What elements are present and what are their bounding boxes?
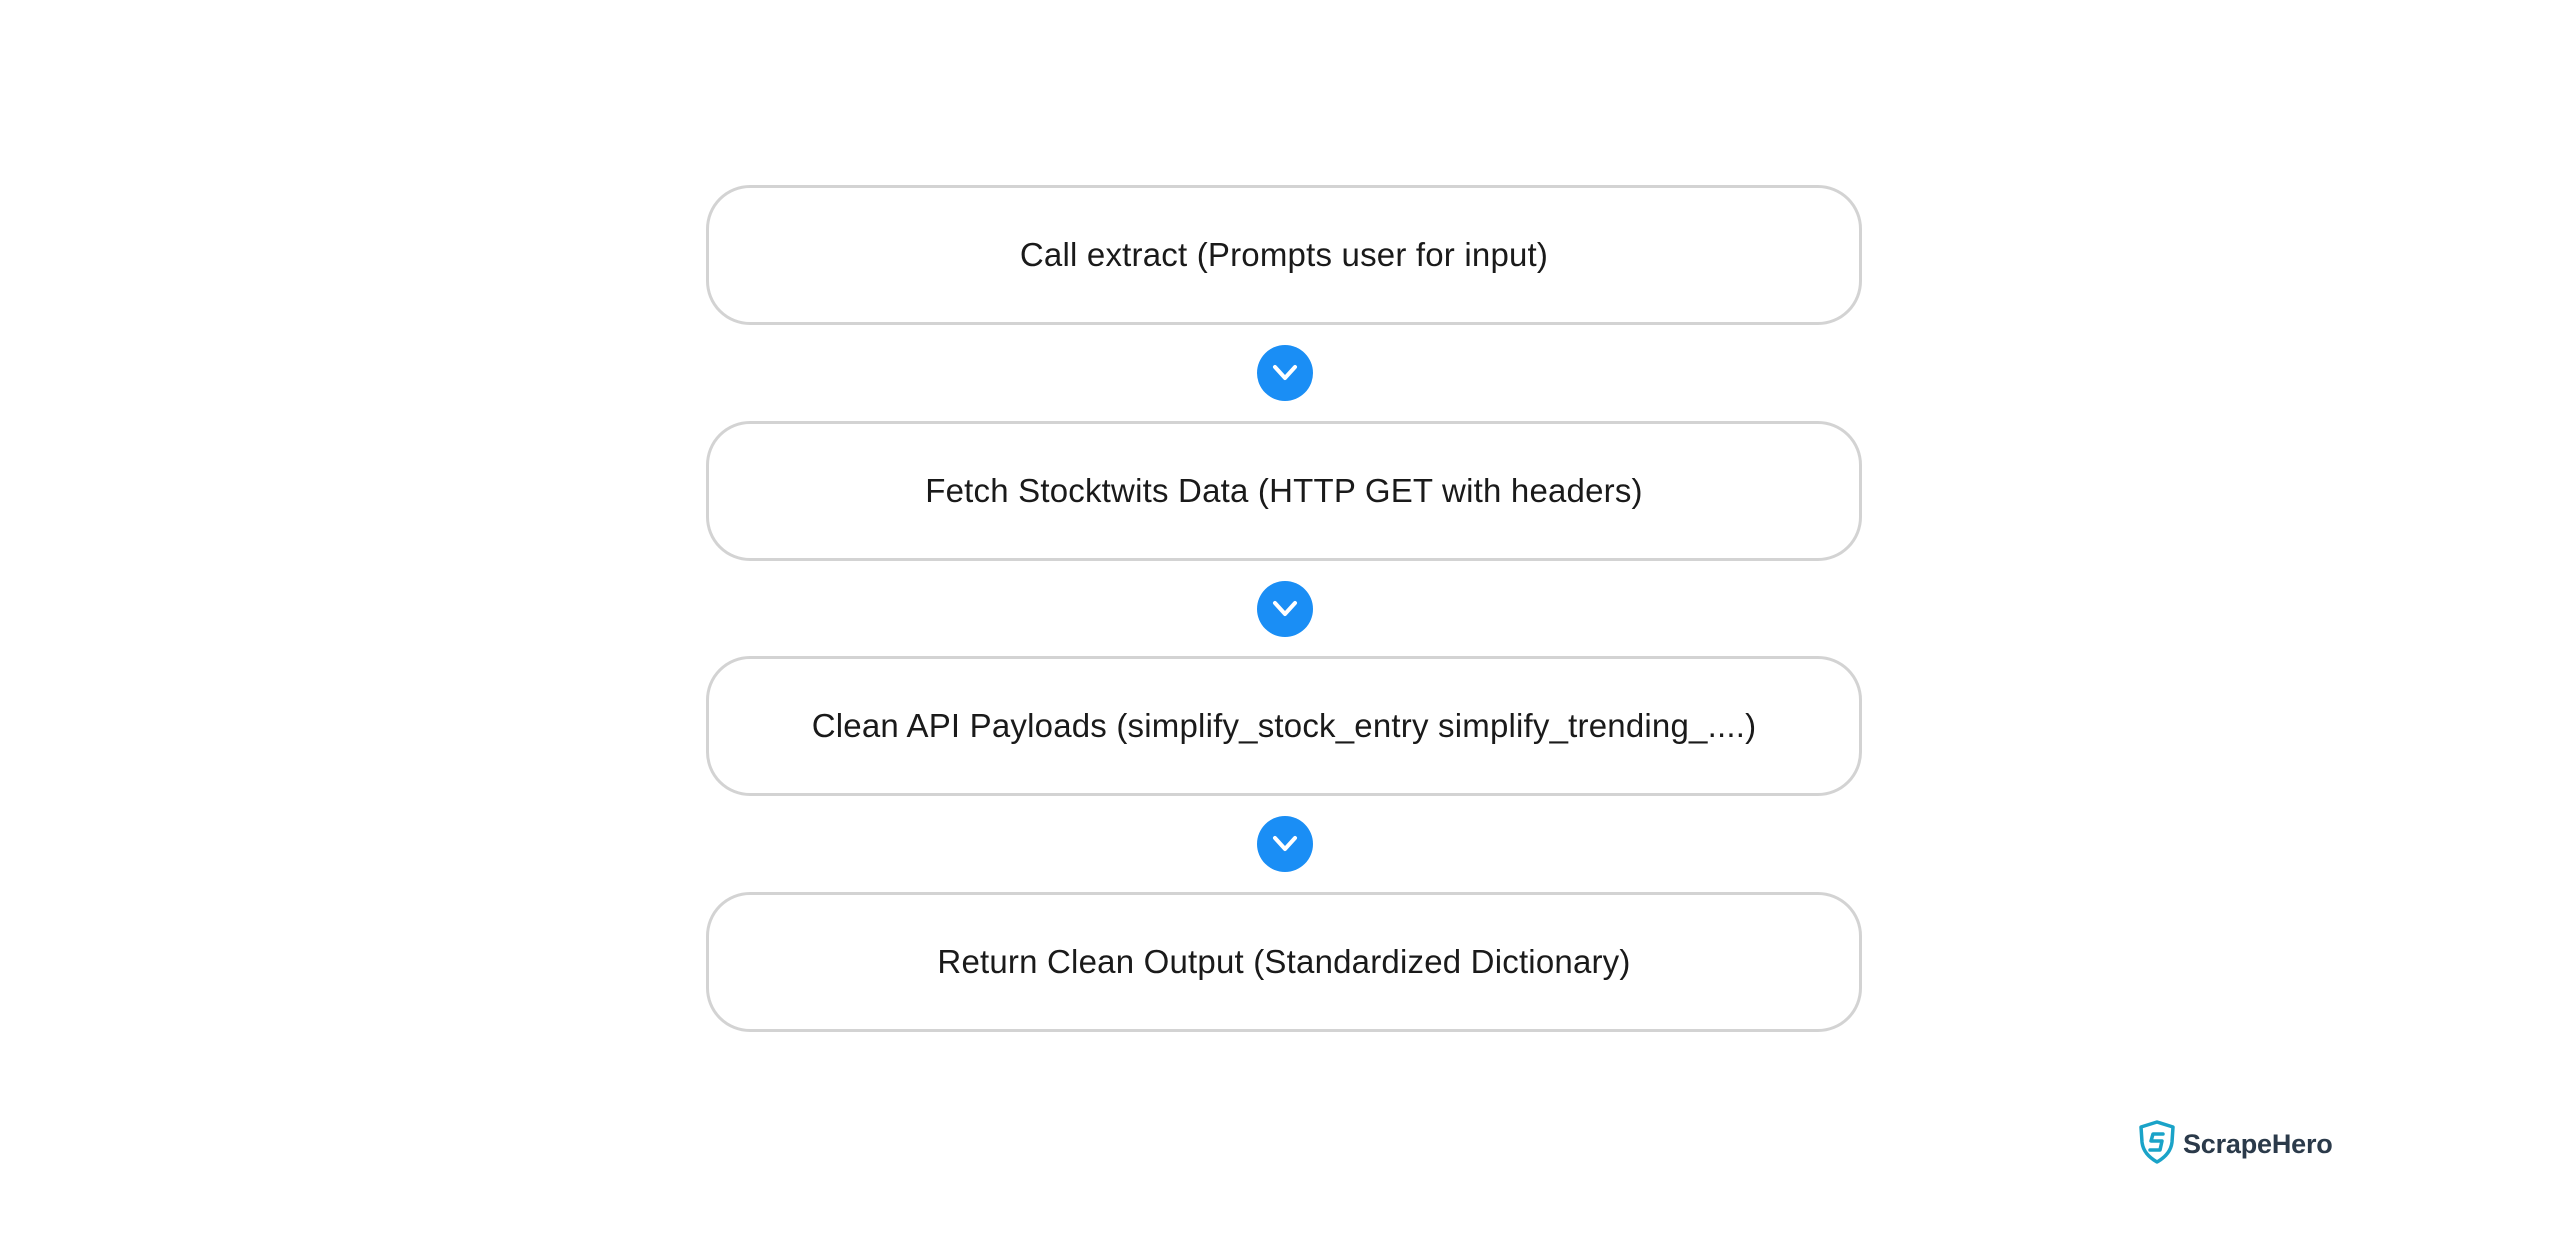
step-clean-payloads: Clean API Payloads (simplify_stock_entry… — [706, 656, 1862, 796]
chevron-down-icon — [1257, 581, 1313, 637]
step-label: Return Clean Output (Standardized Dictio… — [937, 943, 1631, 980]
chevron-down-icon — [1257, 345, 1313, 401]
step-label: Clean API Payloads (simplify_stock_entry… — [811, 707, 1757, 744]
logo-text: ScrapeHero — [2183, 1129, 2333, 1159]
step-fetch-data: Fetch Stocktwits Data (HTTP GET with hea… — [706, 421, 1862, 561]
step-label: Fetch Stocktwits Data (HTTP GET with hea… — [925, 472, 1643, 509]
brand-logo: ScrapeHero — [2137, 1120, 2333, 1169]
step-label: Call extract (Prompts user for input) — [1019, 236, 1549, 273]
step-call-extract: Call extract (Prompts user for input) — [706, 185, 1862, 325]
step-return-output: Return Clean Output (Standardized Dictio… — [706, 892, 1862, 1032]
shield-s-icon — [2137, 1120, 2177, 1169]
chevron-down-icon — [1257, 816, 1313, 872]
